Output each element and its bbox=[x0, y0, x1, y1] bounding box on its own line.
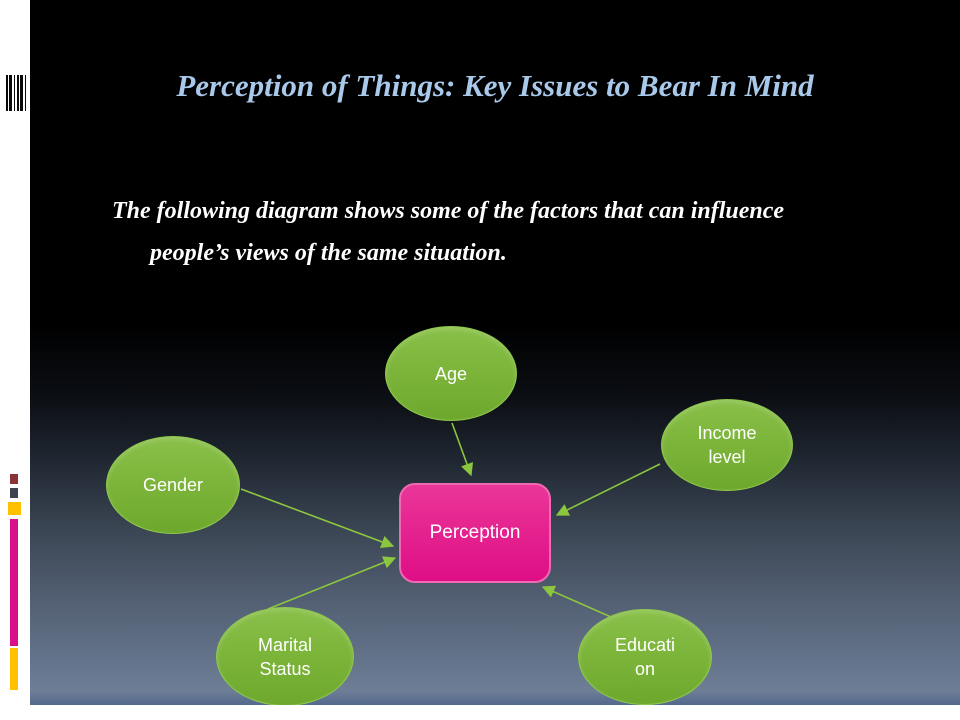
node-education-label-line-1: Educati bbox=[614, 635, 676, 655]
arrow-education-to-perception bbox=[541, 585, 612, 618]
body-line-2: people’s views of the same situation. bbox=[150, 240, 507, 266]
slide-title: Perception of Things: Key Issues to Bear… bbox=[176, 68, 814, 103]
arrow-income-to-perception bbox=[555, 463, 661, 516]
accent-bar-yellow bbox=[10, 648, 18, 690]
node-education-label-line-2: on bbox=[634, 659, 656, 679]
body-text: The following diagram shows some of the … bbox=[112, 190, 922, 274]
node-income-level: Income level bbox=[661, 399, 793, 491]
node-marital-status-label-line-1: Marital bbox=[257, 634, 312, 655]
accent-square-gray bbox=[10, 488, 18, 498]
arrow-marital-to-perception bbox=[267, 556, 397, 610]
bottom-margin-band bbox=[0, 705, 960, 720]
barcode-decoration bbox=[6, 75, 27, 111]
body-line-1: The following diagram shows some of the … bbox=[112, 198, 785, 224]
node-gender-label: Gender bbox=[142, 475, 204, 495]
node-gender: Gender bbox=[106, 436, 240, 534]
accent-square-maroon bbox=[10, 474, 18, 484]
arrow-age-to-perception bbox=[451, 422, 474, 477]
left-margin-band bbox=[0, 0, 30, 720]
node-perception: Perception bbox=[399, 483, 551, 583]
arrow-gender-to-perception bbox=[240, 488, 395, 548]
accent-bar-magenta bbox=[10, 519, 18, 646]
node-age-label: Age bbox=[434, 363, 468, 384]
accent-square-yellow bbox=[8, 502, 21, 515]
node-perception-label: Perception bbox=[429, 522, 521, 543]
node-income-level-label-line-2: level bbox=[708, 447, 746, 467]
node-marital-status: Marital Status bbox=[216, 607, 354, 706]
node-marital-status-label-line-2: Status bbox=[259, 658, 311, 679]
node-education: Educati on bbox=[578, 609, 712, 705]
node-income-level-label-line-1: Income bbox=[697, 423, 757, 443]
node-age: Age bbox=[385, 326, 517, 421]
